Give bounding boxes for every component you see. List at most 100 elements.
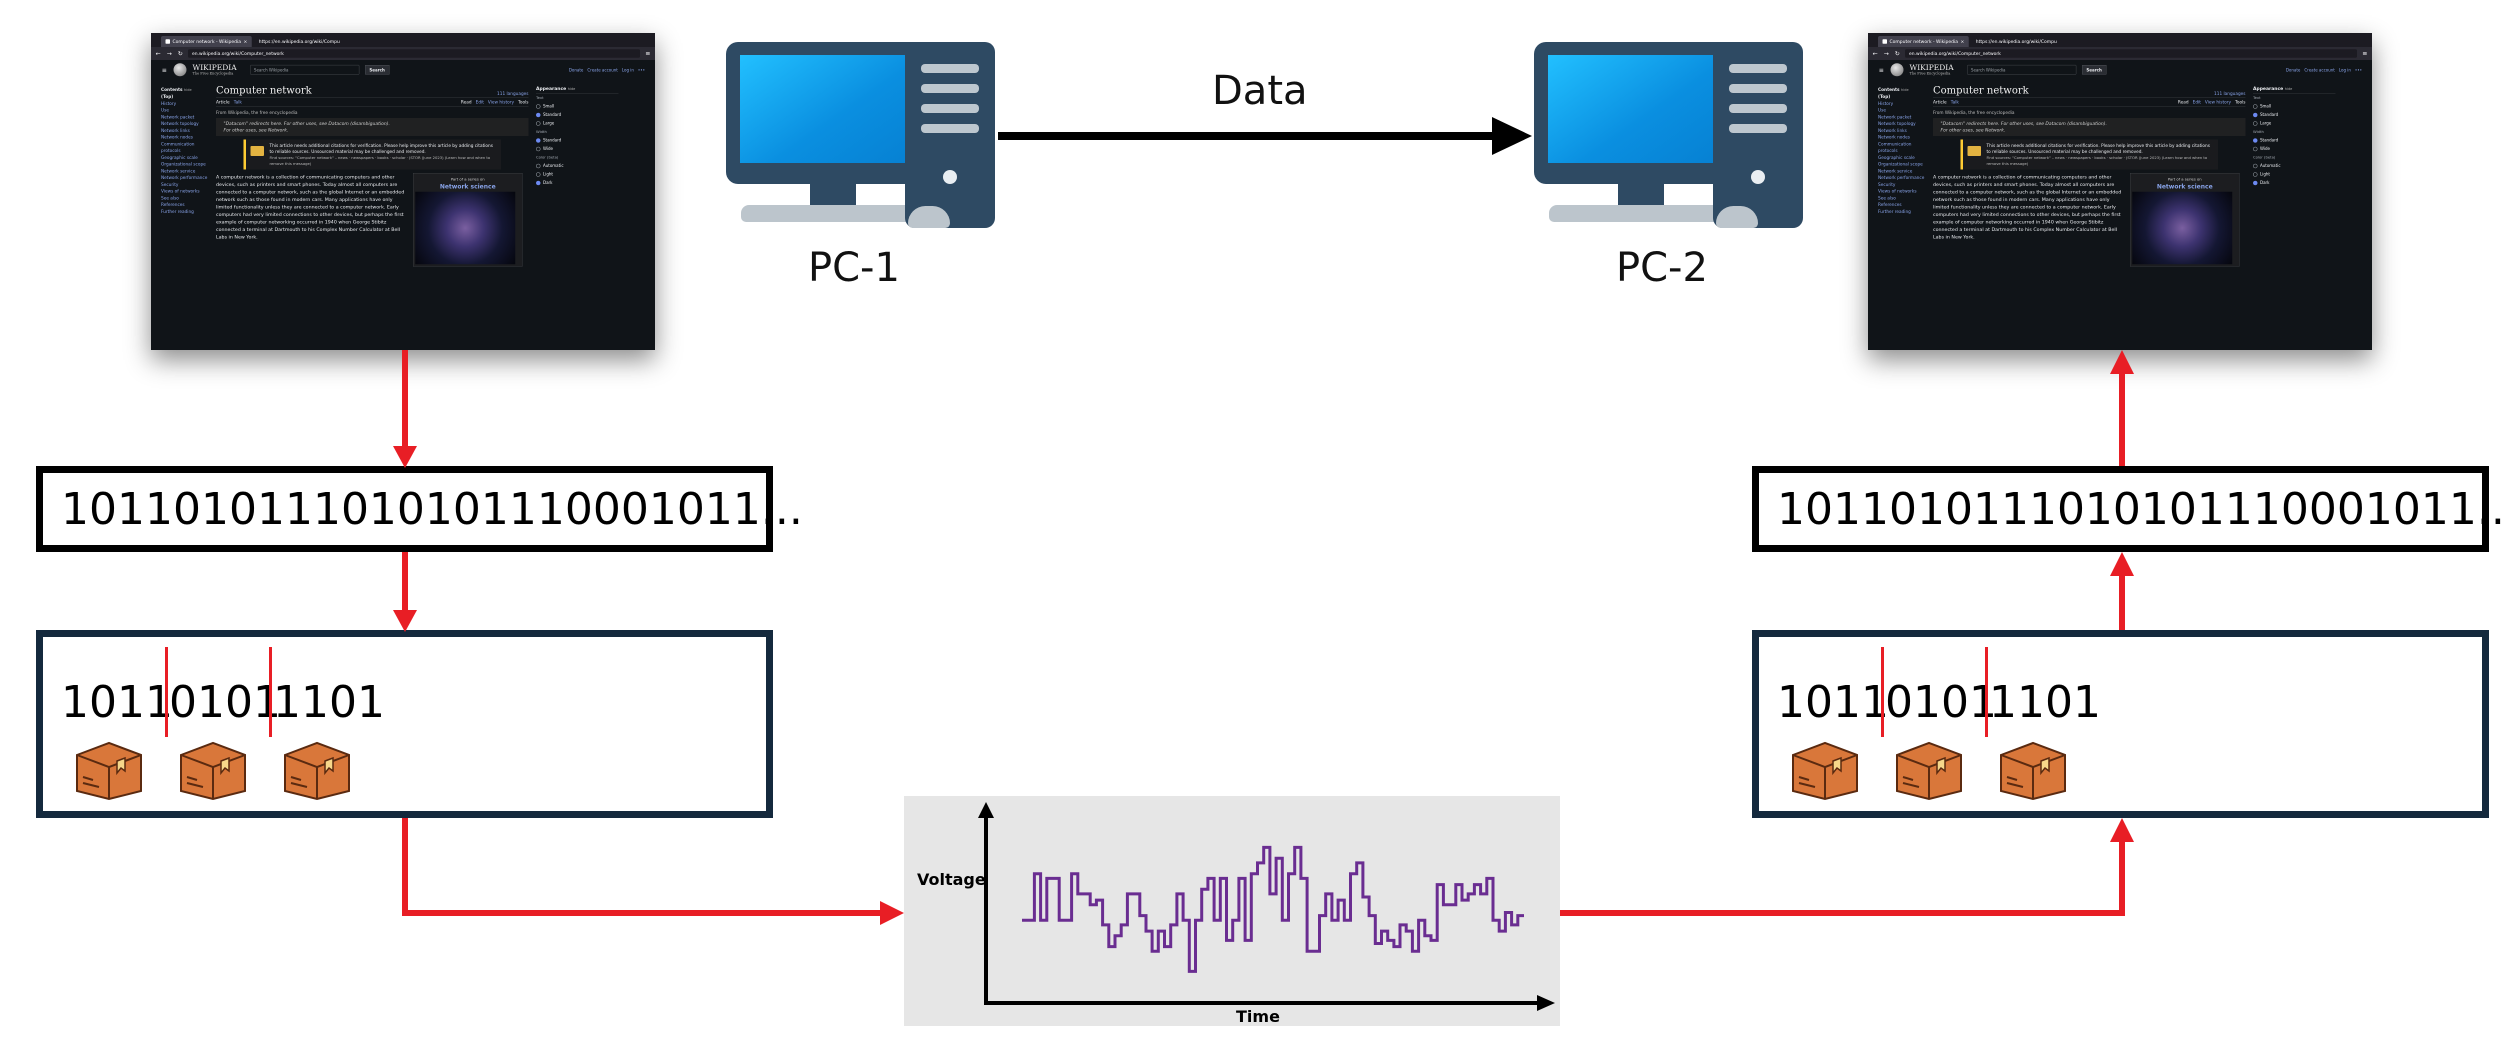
browser-tab[interactable]: https://en.wikipedia.org/wiki/Compu (254, 36, 344, 47)
toc-item[interactable]: Network links (161, 128, 190, 133)
option-width-wide[interactable]: Wide (2253, 145, 2336, 154)
languages-button[interactable]: 111 languages (2214, 91, 2246, 96)
tab-view-history[interactable]: View history (2204, 99, 2231, 105)
menu-icon[interactable]: ≡ (2362, 50, 2368, 57)
toc-item[interactable]: Geographic scale (1878, 155, 1915, 160)
toc-item[interactable]: Communication protocols (1878, 141, 1912, 154)
option-dark[interactable]: Dark (2253, 179, 2336, 188)
create-account-link[interactable]: Create account (587, 67, 618, 73)
option-dark[interactable]: Dark (536, 179, 619, 188)
reload-icon[interactable]: ↻ (177, 50, 183, 57)
toc-item[interactable]: See also (161, 195, 179, 201)
option-automatic[interactable]: Automatic (2253, 162, 2336, 171)
option-width-wide[interactable]: Wide (536, 145, 619, 154)
back-icon[interactable]: ← (1872, 50, 1878, 57)
option-large[interactable]: Large (536, 119, 619, 128)
log-in-link[interactable]: Log in (2338, 67, 2351, 73)
toc-item[interactable]: Security (1878, 182, 1896, 187)
toc-item[interactable]: Use (1878, 107, 1886, 113)
tab-talk[interactable]: Talk (233, 99, 242, 105)
toc-item[interactable]: Network topology (161, 121, 199, 127)
toc-item[interactable]: See also (1878, 195, 1896, 201)
toc-item[interactable]: Security (161, 182, 179, 187)
tab-article[interactable]: Article (216, 99, 230, 105)
search-button[interactable]: Search (365, 65, 390, 75)
toc-item[interactable]: Further reading (161, 209, 194, 214)
hamburger-icon[interactable]: ≡ (1878, 66, 1884, 74)
toc-item[interactable]: (Top) (1878, 94, 1891, 100)
wikipedia-logo[interactable]: WIKIPEDIA The Free Encyclopedia (1910, 64, 1954, 76)
close-icon[interactable]: × (243, 38, 248, 45)
tab-tools[interactable]: Tools (2235, 99, 2246, 105)
toc-hide-button[interactable]: hide (184, 88, 192, 92)
option-large[interactable]: Large (2253, 119, 2336, 128)
tab-article[interactable]: Article (1933, 99, 1947, 105)
appearance-hide-button[interactable]: hide (567, 87, 576, 91)
donate-link[interactable]: Donate (2285, 67, 2301, 73)
option-standard[interactable]: Standard (536, 111, 619, 120)
tab-edit[interactable]: Edit (2192, 99, 2201, 105)
toc-hide-button[interactable]: hide (1901, 88, 1909, 92)
toc-item[interactable]: Further reading (1878, 209, 1911, 214)
tab-view-history[interactable]: View history (487, 99, 514, 105)
tab-read[interactable]: Read (2177, 99, 2189, 105)
log-in-link[interactable]: Log in (621, 67, 634, 73)
option-small[interactable]: Small (2253, 102, 2336, 111)
toc-item[interactable]: Network service (1878, 168, 1913, 174)
hamburger-icon[interactable]: ≡ (161, 66, 167, 74)
toc-item[interactable]: Network service (161, 168, 196, 174)
wikipedia-logo[interactable]: WIKIPEDIA The Free Encyclopedia (193, 64, 237, 76)
option-standard[interactable]: Standard (2253, 111, 2336, 120)
toc-item[interactable]: History (161, 101, 177, 106)
forward-icon[interactable]: → (166, 50, 172, 57)
close-icon[interactable]: × (1960, 38, 1965, 45)
browser-tab[interactable]: Computer network - Wikipedia × (1878, 36, 1969, 47)
toc-item[interactable]: Use (161, 107, 169, 113)
toc-item[interactable]: Network links (1878, 128, 1907, 133)
option-width-standard[interactable]: Standard (2253, 136, 2336, 145)
option-width-standard[interactable]: Standard (536, 136, 619, 145)
option-small[interactable]: Small (536, 102, 619, 111)
address-input[interactable]: en.wikipedia.org/wiki/Computer_network (188, 49, 640, 58)
reload-icon[interactable]: ↻ (1894, 50, 1900, 57)
option-automatic[interactable]: Automatic (536, 162, 619, 171)
toc-item[interactable]: Network packet (161, 114, 195, 120)
option-light[interactable]: Light (2253, 170, 2336, 179)
toc-item[interactable]: References (1878, 202, 1902, 208)
search-input[interactable]: Search Wikipedia (1967, 65, 2077, 75)
search-input[interactable]: Search Wikipedia (250, 65, 360, 75)
toc-item[interactable]: Views of networks (1878, 188, 1917, 194)
menu-icon[interactable]: ≡ (645, 50, 651, 57)
tab-talk[interactable]: Talk (1950, 99, 1959, 105)
toc-item[interactable]: History (1878, 101, 1894, 106)
back-icon[interactable]: ← (155, 50, 161, 57)
infobox-title[interactable]: Network science (439, 183, 496, 190)
wikipedia-globe-icon[interactable] (1890, 63, 1904, 77)
network-image[interactable] (2132, 191, 2233, 265)
option-light[interactable]: Light (536, 170, 619, 179)
more-icon[interactable]: ••• (2354, 67, 2362, 73)
browser-tab[interactable]: https://en.wikipedia.org/wiki/Compu (1971, 36, 2061, 47)
infobox-title[interactable]: Network science (2156, 183, 2213, 190)
toc-item[interactable]: Organizational scope (161, 161, 206, 167)
more-icon[interactable]: ••• (637, 67, 645, 73)
tab-tools[interactable]: Tools (518, 99, 529, 105)
toc-item[interactable]: Communication protocols (161, 141, 195, 154)
network-image[interactable] (415, 191, 516, 265)
toc-item[interactable]: Views of networks (161, 188, 200, 194)
toc-item[interactable]: Organizational scope (1878, 161, 1923, 167)
forward-icon[interactable]: → (1883, 50, 1889, 57)
toc-item[interactable]: Network nodes (161, 134, 193, 140)
toc-item[interactable]: References (161, 202, 185, 208)
search-button[interactable]: Search (2082, 65, 2107, 75)
toc-item[interactable]: Network performance (1878, 175, 1925, 181)
toc-item[interactable]: Network performance (161, 175, 208, 181)
create-account-link[interactable]: Create account (2304, 67, 2335, 73)
tab-read[interactable]: Read (460, 99, 472, 105)
wikipedia-globe-icon[interactable] (173, 63, 187, 77)
toc-item[interactable]: Geographic scale (161, 155, 198, 160)
toc-item[interactable]: (Top) (161, 94, 174, 100)
address-input[interactable]: en.wikipedia.org/wiki/Computer_network (1905, 49, 2357, 58)
languages-button[interactable]: 111 languages (497, 91, 529, 96)
toc-item[interactable]: Network topology (1878, 121, 1916, 127)
